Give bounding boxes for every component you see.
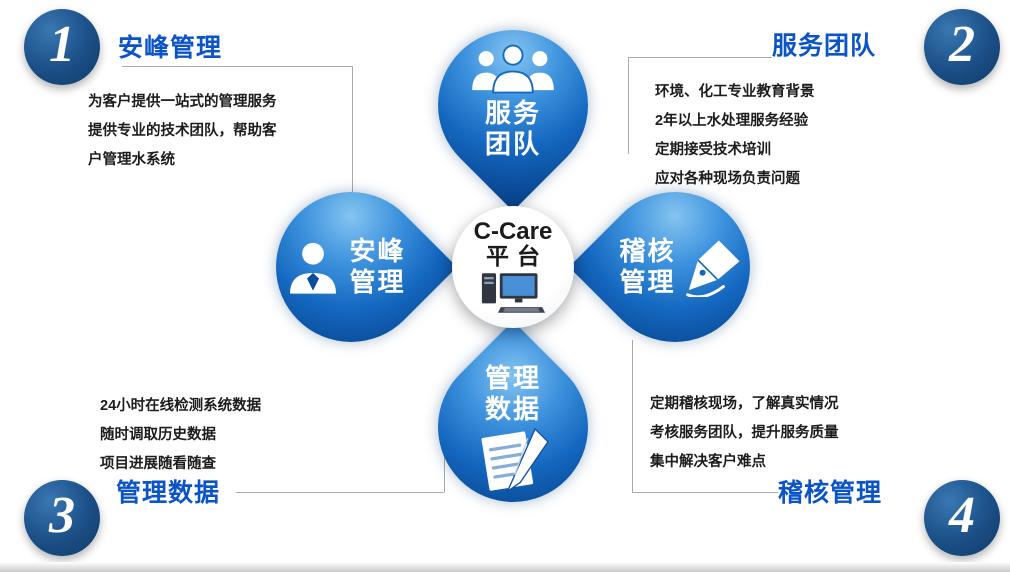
connector-line-3-horizontal — [236, 492, 444, 493]
team-icon — [472, 44, 554, 94]
text-line: 应对各种现场负责问题 — [655, 171, 800, 187]
text-line: 环境、化工专业教育背景 — [655, 84, 815, 100]
corner-number-2: 2 — [949, 16, 975, 73]
section-heading-audit-management: 稽核管理 — [778, 479, 883, 507]
petal-management-data: 管理 数据 — [406, 320, 620, 534]
petal-label-line: 服务 — [484, 98, 541, 129]
petal-audit-management-content: 稽核 管理 — [600, 192, 750, 342]
connector-line-3-vertical — [444, 452, 445, 492]
connector-line-4-vertical — [632, 340, 633, 492]
petal-label-line: 管理 — [484, 362, 541, 393]
text-line: 为客户提供一站式的管理服务 — [88, 94, 277, 110]
center-subtitle: 平台 — [486, 242, 548, 269]
connector-line-4-horizontal — [632, 492, 778, 493]
corner-number-badge-4: 4 — [924, 480, 1000, 556]
corner-number-badge-2: 2 — [924, 9, 1000, 85]
fountain-pen-icon — [685, 240, 740, 297]
petal-label-column: 稽核 管理 — [619, 236, 675, 297]
section-heading-anfeng-management: 安峰管理 — [118, 34, 223, 62]
corner-number-badge-1: 1 — [24, 9, 100, 85]
section-heading-service-team: 服务团队 — [772, 32, 877, 60]
document-pen-icon — [481, 428, 549, 493]
petal-label-line: 数据 — [484, 393, 541, 424]
corner-number-badge-3: 3 — [24, 480, 100, 556]
manager-icon — [290, 242, 337, 294]
connector-line-1-horizontal — [122, 66, 352, 67]
corner-number-4: 4 — [949, 487, 975, 544]
connector-line-2-vertical — [628, 57, 629, 154]
desktop-computer-icon — [481, 273, 546, 314]
corner-number-1: 1 — [49, 16, 75, 73]
petal-label-line: 管理 — [349, 267, 406, 297]
text-line: 项目进展随看随查 — [100, 456, 216, 472]
text-line: 定期稽核现场，了解真实情况 — [650, 396, 839, 412]
section-text-audit-management: 定期稽核现场，了解真实情况 考核服务团队，提升服务质量 集中解决客户难点 — [650, 390, 839, 477]
petal-label-line: 稽核 — [619, 236, 676, 267]
petal-label-column: 安峰 管理 — [349, 236, 405, 297]
text-line: 随时调取历史数据 — [100, 427, 216, 443]
text-line: 2年以上水处理服务经验 — [655, 113, 809, 129]
petal-service-team-content: 服务 团队 — [438, 30, 588, 180]
text-line: 定期接受技术培训 — [655, 142, 771, 158]
petal-label-line: 安峰 — [349, 236, 406, 267]
petal-label-line: 团队 — [484, 129, 541, 159]
connector-line-2-horizontal — [628, 57, 772, 58]
petal-audit-management: 稽核 管理 — [568, 160, 782, 374]
text-line: 考核服务团队，提升服务质量 — [650, 425, 839, 441]
petal-label-line: 管理 — [619, 267, 676, 297]
connector-line-1-vertical — [352, 66, 353, 192]
center-platform-badge: C-Care 平台 — [452, 206, 574, 328]
petal-management-data-content: 管理 数据 — [438, 352, 588, 502]
petal-anfeng-management-content: 安峰 管理 — [276, 192, 426, 342]
bottom-shadow-strip — [0, 562, 1010, 572]
corner-number-3: 3 — [49, 487, 75, 544]
text-line: 提供专业的技术团队，帮助客 — [88, 123, 277, 139]
center-title: C-Care — [473, 217, 553, 245]
section-heading-management-data: 管理数据 — [116, 479, 221, 507]
section-text-management-data: 24小时在线检测系统数据 随时调取历史数据 项目进展随看随查 — [100, 392, 261, 479]
section-text-service-team: 环境、化工专业教育背景 2年以上水处理服务经验 定期接受技术培训 应对各种现场负… — [655, 78, 815, 194]
petal-anfeng-management: 安峰 管理 — [244, 160, 458, 374]
text-line: 24小时在线检测系统数据 — [100, 398, 262, 414]
text-line: 户管理水系统 — [88, 152, 175, 168]
section-text-anfeng-management: 为客户提供一站式的管理服务 提供专业的技术团队，帮助客 户管理水系统 — [88, 88, 277, 175]
petal-service-team: 服务 团队 — [406, 0, 620, 212]
text-line: 集中解决客户难点 — [650, 454, 766, 470]
